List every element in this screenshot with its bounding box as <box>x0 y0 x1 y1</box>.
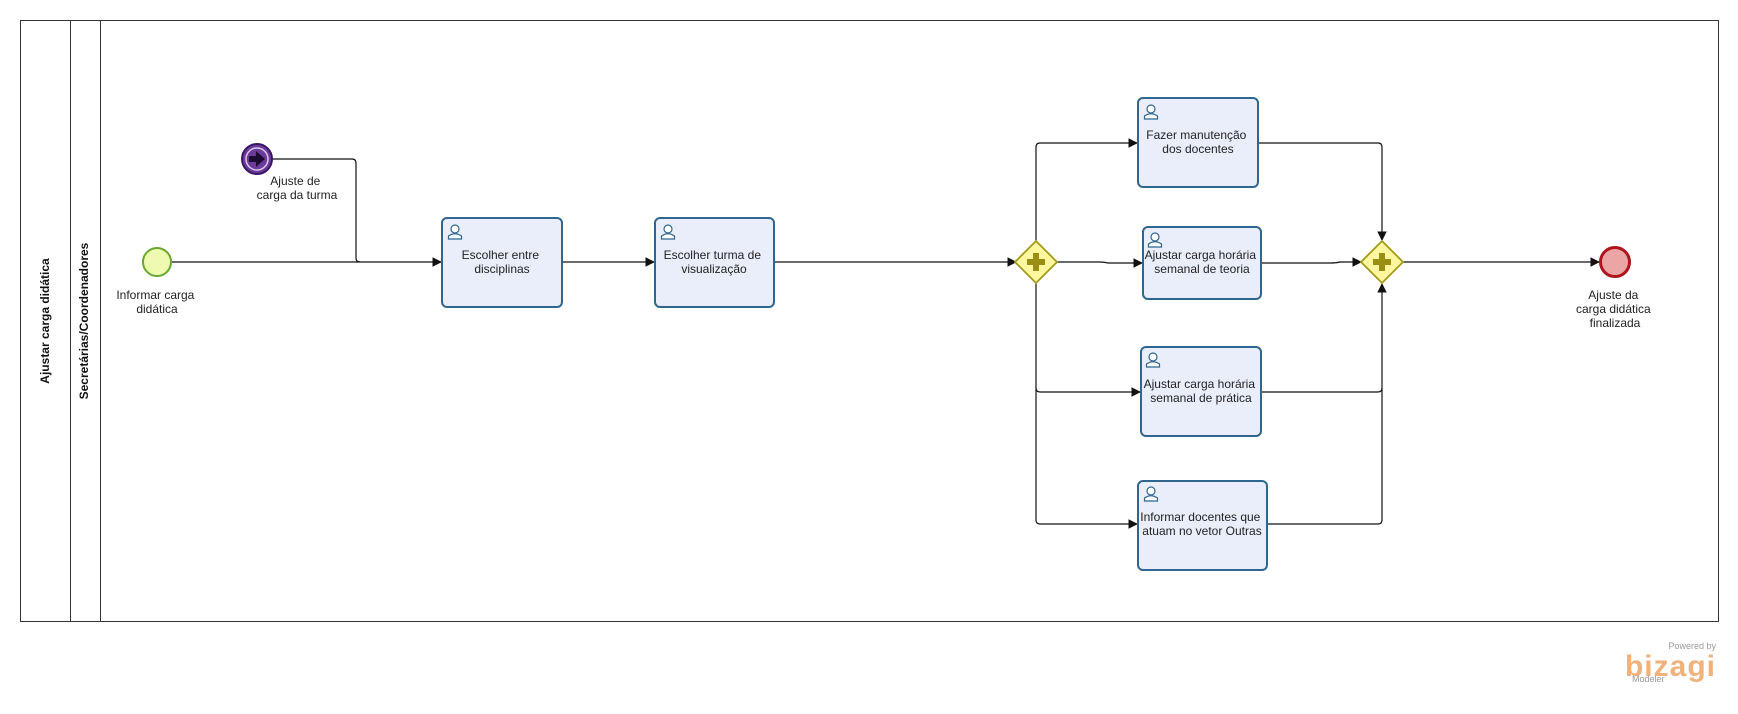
end-event-label-line3: finalizada <box>1590 316 1641 330</box>
task-manutencao-docentes-line1: Fazer manutenção <box>1146 128 1246 142</box>
task-escolher-turma[interactable]: Escolher turma de visualização <box>654 217 775 308</box>
task-carga-teoria-label: Ajustar carga horária semanal de teoria <box>1145 248 1260 276</box>
link-arrow-icon <box>249 151 265 167</box>
pool-frame <box>20 20 1719 622</box>
task-docentes-outras-line1: Informar docentes que <box>1140 510 1260 524</box>
task-manutencao-docentes-line2: dos docentes <box>1162 142 1233 156</box>
flow-outras-to-join[interactable] <box>1268 388 1383 525</box>
task-manutencao-docentes[interactable]: Fazer manutenção dos docentes <box>1137 97 1259 188</box>
task-docentes-outras-line2: atuam no vetor Outras <box>1142 524 1261 538</box>
task-carga-teoria[interactable]: Ajustar carga horária semanal de teoria <box>1142 226 1262 300</box>
powered-by-text: Powered by <box>1668 641 1716 651</box>
task-docentes-outras-box[interactable] <box>1137 480 1268 571</box>
end-event[interactable]: Ajuste da carga didática finalizada <box>1576 246 1654 331</box>
end-event-label-line2: carga didática <box>1576 302 1651 316</box>
start-event-label-line2: didática <box>136 302 178 316</box>
bizagi-wordmark: bizagi <box>1625 650 1716 683</box>
task-docentes-outras[interactable]: Informar docentes que atuam no vetor Out… <box>1137 480 1268 571</box>
task-carga-teoria-box[interactable] <box>1142 226 1262 300</box>
intermediate-event-label-line2: carga da turma <box>257 188 338 202</box>
flow-manutencao-to-join[interactable] <box>1258 142 1387 241</box>
end-event-label: Ajuste da carga didática finalizada <box>1576 288 1654 330</box>
task-carga-pratica-line1: Ajustar carga horária <box>1144 377 1256 391</box>
end-event-label-line1: Ajuste da <box>1588 288 1638 302</box>
plus-icon <box>1373 253 1391 271</box>
task-escolher-disciplinas-box[interactable] <box>441 217 563 308</box>
task-escolher-disciplinas-line1: Escolher entre <box>462 248 540 262</box>
end-event-circle[interactable] <box>1599 246 1631 278</box>
start-event[interactable]: Informar carga didática <box>116 247 197 316</box>
task-escolher-disciplinas[interactable]: Escolher entre disciplinas <box>441 217 563 308</box>
task-carga-teoria-line2: semanal de teoria <box>1154 262 1250 276</box>
intermediate-event-label-line1: Ajuste de <box>270 174 320 188</box>
task-escolher-turma-line1: Escolher turma de <box>664 248 762 262</box>
sequence-flows <box>172 138 1600 529</box>
flow-split-to-manutencao[interactable] <box>1035 138 1138 242</box>
task-carga-pratica-line2: semanal de prática <box>1150 391 1252 405</box>
parallel-gateway-split[interactable] <box>1013 239 1059 285</box>
task-escolher-disciplinas-label: Escolher entre disciplinas <box>462 248 543 276</box>
task-carga-teoria-line1: Ajustar carga horária <box>1145 248 1257 262</box>
task-escolher-turma-label: Escolher turma de visualização <box>664 248 765 276</box>
task-escolher-turma-line2: visualização <box>681 262 747 276</box>
flow-intermediate-merge[interactable] <box>272 158 361 263</box>
task-manutencao-docentes-label: Fazer manutenção dos docentes <box>1146 128 1249 156</box>
start-event-label: Informar carga didática <box>116 288 197 316</box>
task-carga-pratica-label: Ajustar carga horária semanal de prática <box>1144 377 1259 405</box>
pool-label: Ajustar carga didática <box>38 258 52 384</box>
intermediate-event[interactable]: Ajuste de carga da turma <box>241 143 338 202</box>
task-escolher-disciplinas-line2: disciplinas <box>474 262 529 276</box>
start-event-label-line1: Informar carga <box>116 288 194 302</box>
flow-split-to-outras[interactable] <box>1035 388 1138 529</box>
bizagi-logo: Powered by bizagi Modeler <box>1625 641 1717 684</box>
plus-icon <box>1027 253 1045 271</box>
task-carga-pratica[interactable]: Ajustar carga horária semanal de prática <box>1140 346 1262 437</box>
start-event-circle[interactable] <box>142 247 172 277</box>
flow-teoria-to-join[interactable] <box>1262 257 1362 267</box>
task-carga-pratica-box[interactable] <box>1140 346 1262 437</box>
modeler-text: Modeler <box>1632 674 1665 684</box>
task-manutencao-docentes-box[interactable] <box>1137 97 1259 188</box>
parallel-gateway-join[interactable] <box>1359 239 1405 285</box>
lane-label: Secretárias/Coordenadores <box>77 242 91 399</box>
flow-split-to-teoria[interactable] <box>1057 258 1143 268</box>
task-docentes-outras-label: Informar docentes que atuam no vetor Out… <box>1140 510 1263 538</box>
task-escolher-turma-box[interactable] <box>654 217 775 308</box>
intermediate-event-inner <box>245 147 269 171</box>
intermediate-event-label: Ajuste de carga da turma <box>257 174 338 202</box>
